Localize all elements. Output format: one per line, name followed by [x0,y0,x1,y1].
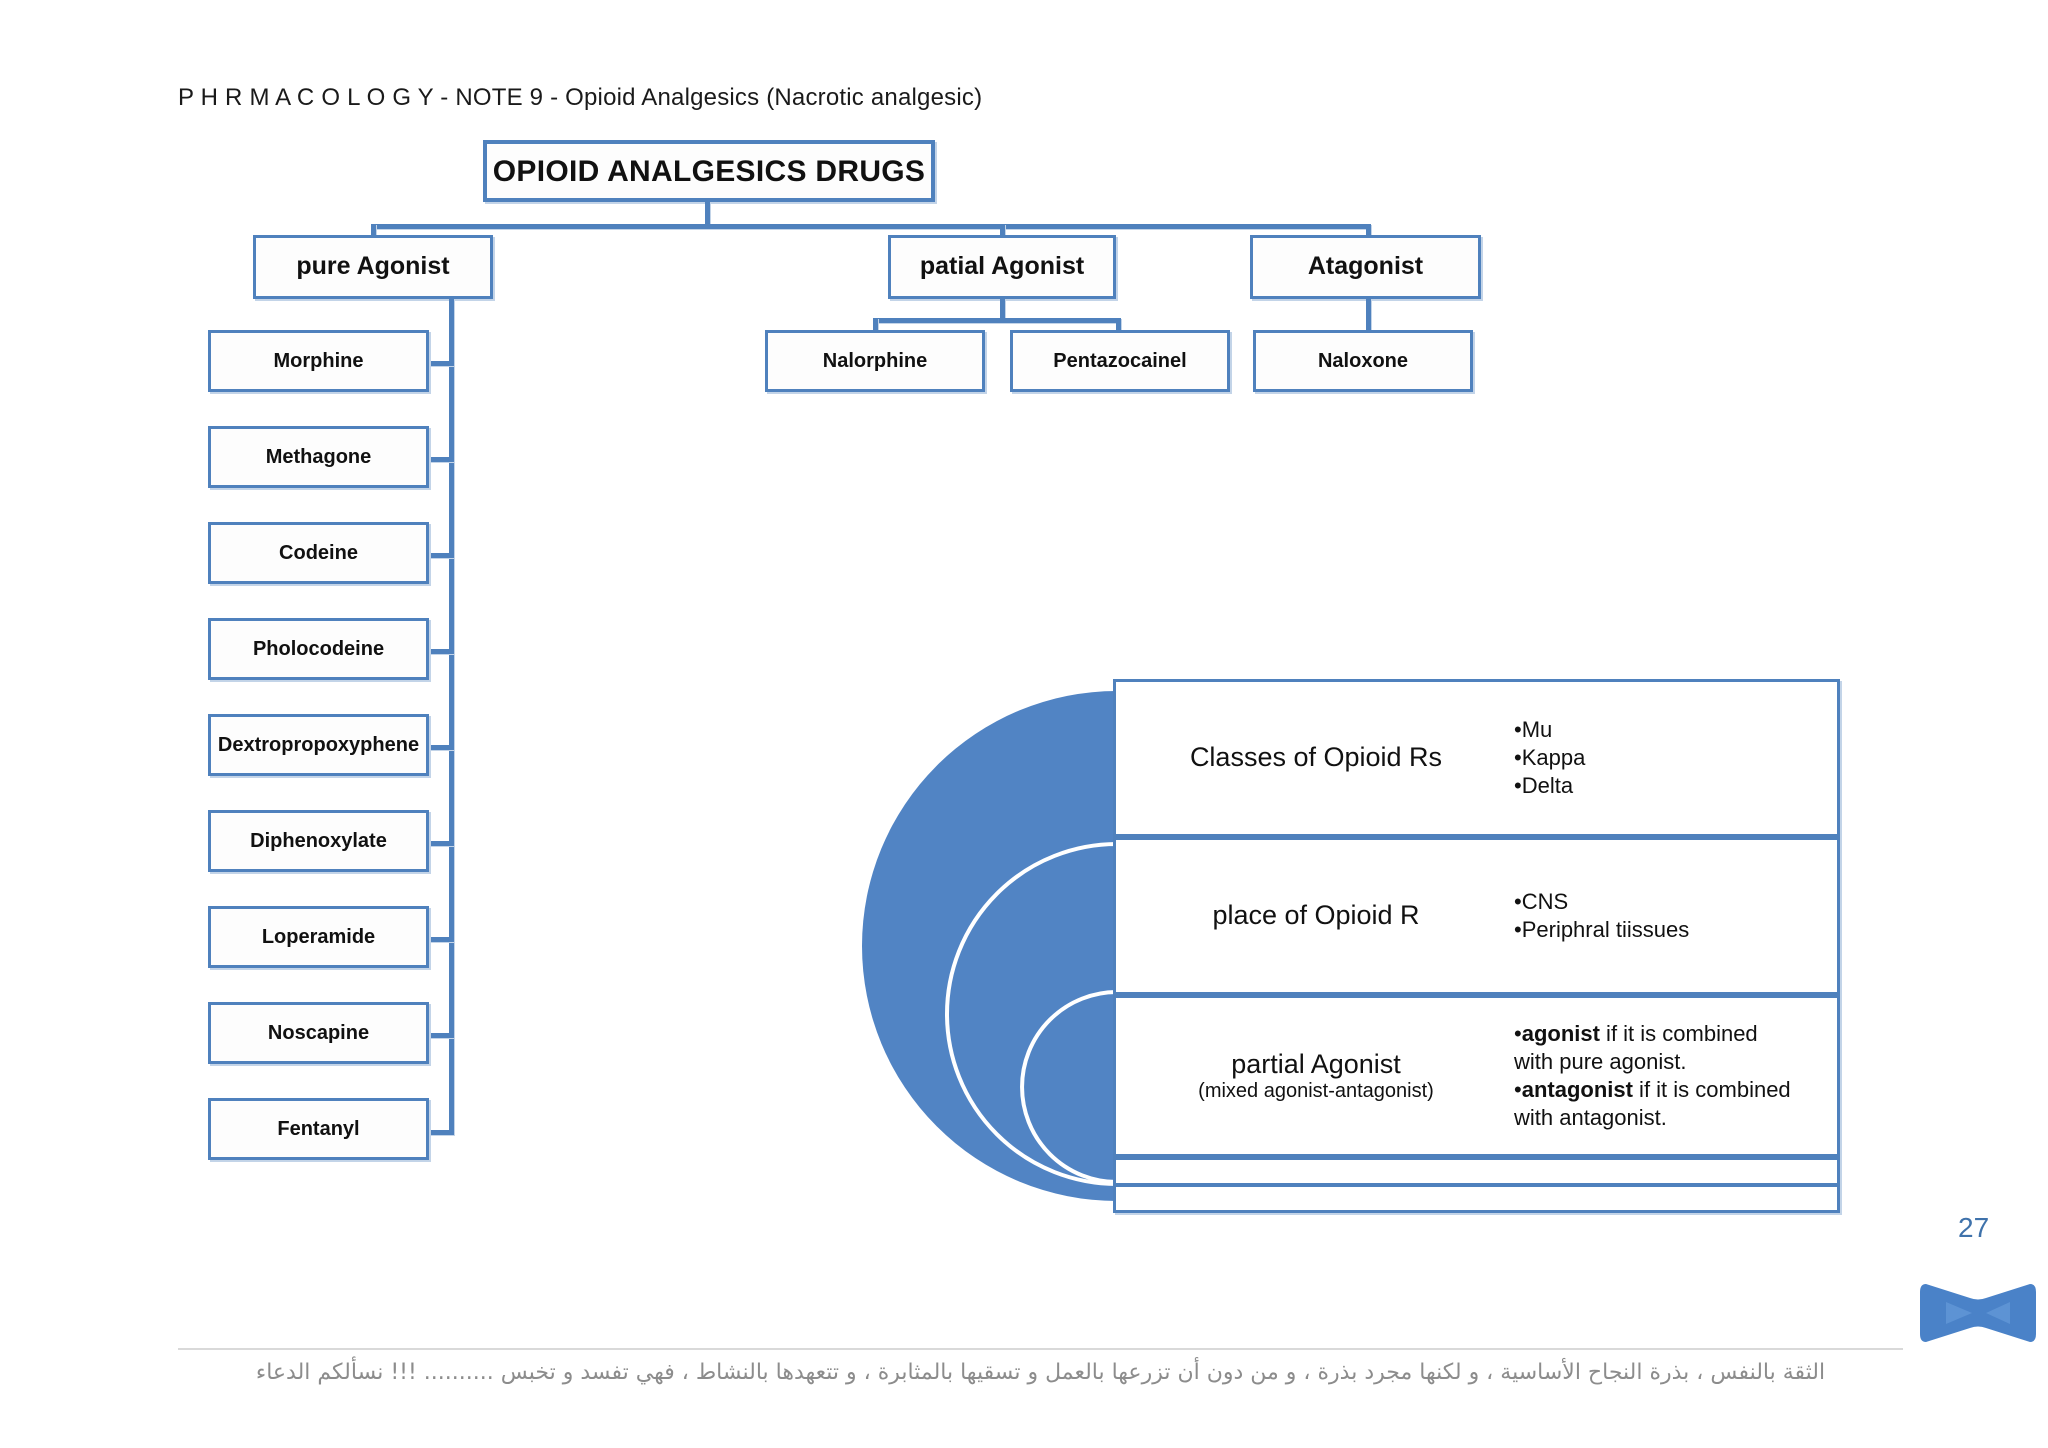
panel-row-classes-label: Classes of Opioid Rs [1189,742,1443,773]
drug-box-methagone[interactable]: Methagone [208,426,429,488]
page-number: 27 [1958,1212,1990,1243]
connector-pentazocainel [1116,318,1121,332]
page-title: P H R M A C O L O G Y - NOTE 9 - Opioid … [178,84,983,111]
info-panel: Classes of Opioid Rs •Mu •Kappa •Delta p… [1113,679,1840,1213]
drug-label-dextropropoxyphene: Dextropropoxyphene [217,734,420,756]
panel-row-place[interactable]: place of Opioid R •CNS •Periphral tiissu… [1113,837,1840,995]
bullet-peripheral: •Periphral tiissues [1514,917,1690,942]
panel-row-blank-1[interactable] [1113,1157,1840,1186]
panel-row-partial-agonist[interactable]: partial Agonist (mixed agonist-antagonis… [1113,995,1840,1157]
bullet-antagonist: •antagonist if it is combined with antag… [1514,1077,1791,1131]
panel-row-classes[interactable]: Classes of Opioid Rs •Mu •Kappa •Delta [1113,679,1840,837]
connector-drop-pure [371,224,376,237]
connector-stub-2 [429,457,454,462]
category-label-antagonist: Atagonist [1307,252,1424,281]
drug-label-noscapine: Noscapine [267,1022,370,1044]
drug-label-loperamide: Loperamide [261,926,376,948]
drug-box-pentazocainel[interactable]: Pentazocainel [1010,330,1230,392]
bullet-agonist: •agonist if it is combined with pure ago… [1514,1020,1758,1074]
panel-row-partial-sublabel: (mixed agonist-antagonist) [1198,1080,1434,1103]
drug-label-pholocodeine: Pholocodeine [252,638,385,660]
connector-nalorphine [873,318,878,332]
connector-drop-partial [1000,224,1005,237]
bullet-cns: •CNS [1514,888,1569,914]
drug-box-diphenoxylate[interactable]: Diphenoxylate [208,810,429,872]
drug-box-noscapine[interactable]: Noscapine [208,1002,429,1064]
drug-box-fentanyl[interactable]: Fentanyl [208,1098,429,1160]
panel-row-classes-bullets: •Mu •Kappa •Delta [1514,682,1585,834]
bullet-kappa: •Kappa [1514,744,1586,770]
connector-stub-1 [429,361,454,366]
panel-row-partial-label-group: partial Agonist (mixed agonist-antagonis… [1116,998,1516,1154]
connector-partial-drop [1000,299,1005,322]
connector-stub-7 [429,937,454,942]
drug-box-loperamide[interactable]: Loperamide [208,906,429,968]
drug-label-fentanyl: Fentanyl [277,1118,360,1140]
drug-label-codeine: Codeine [279,542,358,564]
connector-bus [371,224,1371,229]
footer-arabic-quote: الثقة بالنفس ، بذرة النجاح الأساسية ، و … [255,1360,1826,1385]
panel-row-classes-label-group: Classes of Opioid Rs [1116,682,1516,834]
bowtie-nav-icon[interactable] [1918,1272,2038,1354]
drug-label-nalorphine: Nalorphine [822,350,928,372]
drug-box-nalorphine[interactable]: Nalorphine [765,330,985,392]
footer-divider [178,1348,1903,1350]
connector-root-drop [705,202,710,229]
category-box-partial-agonist[interactable]: patial Agonist [888,235,1116,299]
drug-label-morphine: Morphine [273,350,364,372]
drug-label-naloxone: Naloxone [1317,350,1409,372]
connector-drop-anta [1366,224,1371,237]
org-root-box[interactable]: OPIOID ANALGESICS DRUGS [483,140,935,202]
drug-box-codeine[interactable]: Codeine [208,522,429,584]
org-root-label: OPIOID ANALGESICS DRUGS [492,154,926,188]
drug-box-naloxone[interactable]: Naloxone [1253,330,1473,392]
drug-label-methagone: Methagone [265,446,372,468]
connector-stub-5 [429,745,454,750]
connector-stub-8 [429,1033,454,1038]
connector-stub-4 [429,649,454,654]
bullet-delta: •Delta [1514,773,1574,799]
panel-row-partial-bullets: •agonist if it is combined with pure ago… [1514,998,1791,1154]
connector-stub-6 [429,841,454,846]
nested-semicircles-icon [862,691,1117,1201]
panel-row-place-bullets: •CNS •Periphral tiissues [1514,840,1689,992]
connector-partial-bus [873,318,1121,323]
connector-stub-3 [429,553,454,558]
drug-box-pholocodeine[interactable]: Pholocodeine [208,618,429,680]
panel-row-blank-2[interactable] [1113,1184,1840,1213]
panel-row-partial-label: partial Agonist [1231,1048,1401,1079]
connector-naloxone [1366,299,1371,332]
panel-row-place-label-group: place of Opioid R [1116,840,1516,992]
drug-label-diphenoxylate: Diphenoxylate [250,830,387,852]
category-box-pure-agonist[interactable]: pure Agonist [253,235,493,299]
drug-box-dextropropoxyphene[interactable]: Dextropropoxyphene [208,714,429,776]
category-label-partial-agonist: patial Agonist [919,252,1085,281]
bullet-mu: •Mu [1514,716,1553,742]
category-label-pure-agonist: pure Agonist [296,252,450,281]
connector-stub-9 [429,1130,454,1135]
panel-row-place-label: place of Opioid R [1212,900,1420,931]
category-box-antagonist[interactable]: Atagonist [1250,235,1481,299]
drug-box-morphine[interactable]: Morphine [208,330,429,392]
drug-label-pentazocainel: Pentazocainel [1053,350,1187,372]
connector-pure-rail [449,299,454,1135]
